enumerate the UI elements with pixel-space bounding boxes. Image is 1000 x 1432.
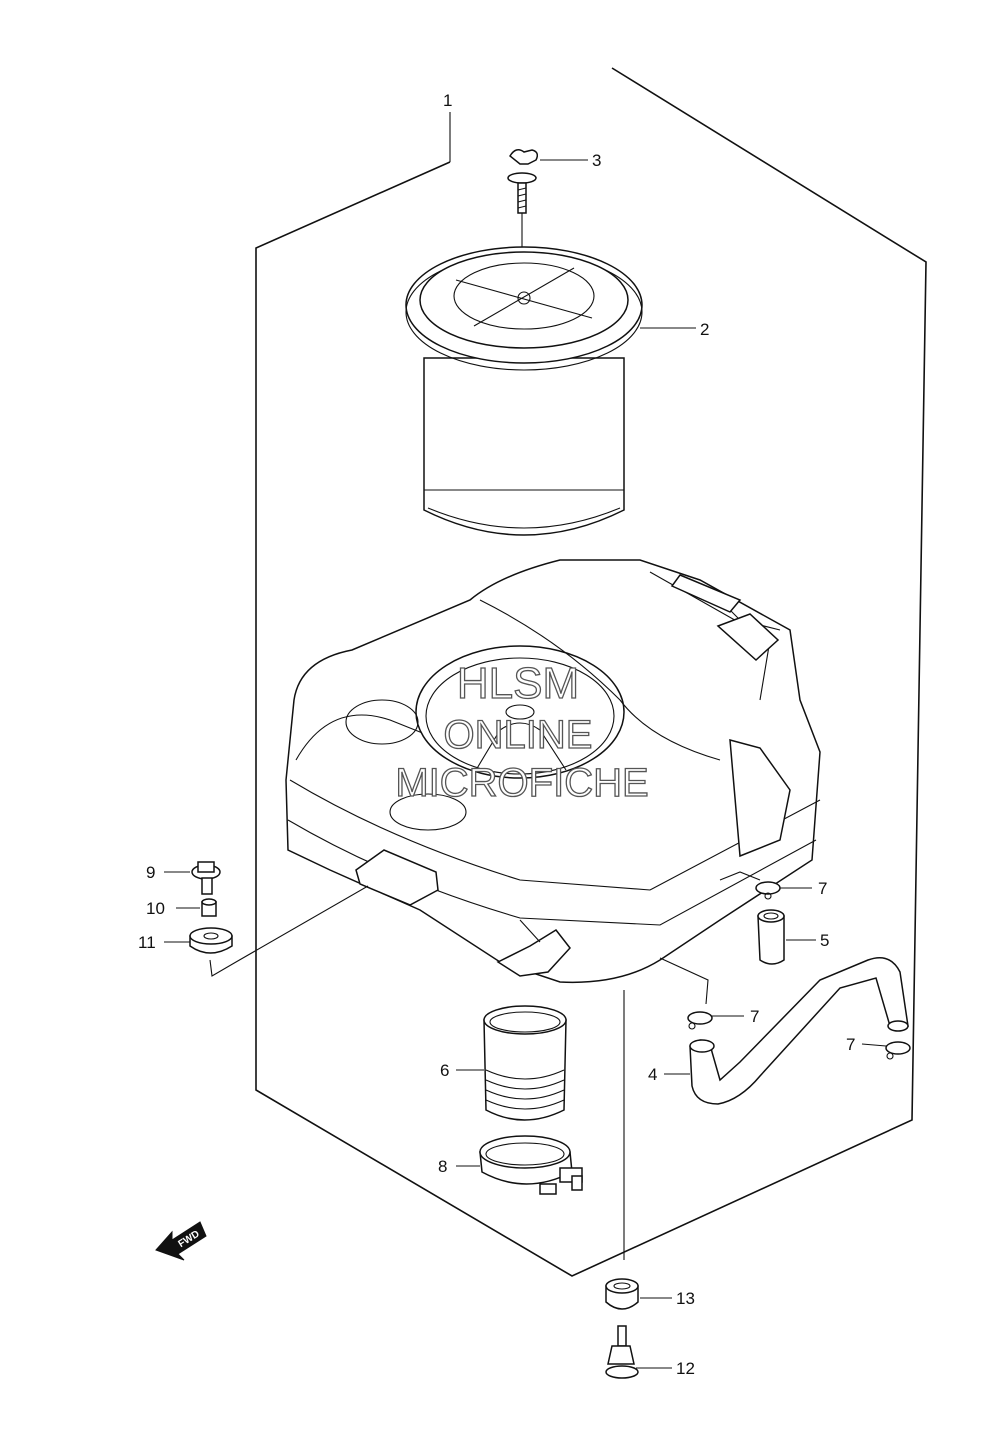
label-part-10: 10 [146,899,165,918]
watermark-line2: ONLINE [444,713,593,757]
label-part-1: 1 [443,91,452,110]
grommet-part-13 [605,1278,639,1310]
label-part-8: 8 [438,1157,447,1176]
label-part-5: 5 [820,931,829,950]
watermark-line1: HLSM [457,659,579,708]
drain-plug-part-12 [605,1325,639,1379]
grommet-part-11 [189,927,233,954]
collar-part-10 [201,898,217,917]
leader-7c [861,1043,887,1047]
label-part-7-c: 7 [846,1035,855,1054]
assembly-boundary [255,67,927,1277]
label-part-4: 4 [648,1065,657,1084]
clip-part-7-b [687,1011,713,1030]
air-cleaner-housing [285,559,821,984]
assembly-line-9-11 [209,885,369,977]
drain-hose-part-4 [689,957,909,1105]
watermark: HLSM ONLINE MICROFICHE [395,658,650,805]
bolt-part-9 [191,861,221,895]
label-part-3: 3 [592,151,601,170]
label-part-7-a: 7 [818,879,827,898]
watermark-line3: MICROFICHE [395,761,648,805]
label-part-9: 9 [146,863,155,882]
label-part-12: 12 [676,1359,695,1378]
intake-boot-part-6 [483,1005,567,1121]
clip-part-7-a [755,881,781,900]
part-labels: 1 3 2 9 10 11 7 5 7 7 6 4 8 13 12 [138,91,855,1378]
hose-part-5 [757,909,785,965]
label-part-7-b: 7 [750,1007,759,1026]
assembly-line-hose [659,957,709,1005]
fwd-arrow-icon: FWD [155,1221,207,1261]
clip-part-7-c [885,1041,911,1060]
label-part-6: 6 [440,1061,449,1080]
label-part-2: 2 [700,320,709,339]
air-filter-element-part-2 [405,246,643,536]
clamp-part-8 [479,1135,583,1195]
label-part-11: 11 [138,933,156,952]
label-part-13: 13 [676,1289,695,1308]
